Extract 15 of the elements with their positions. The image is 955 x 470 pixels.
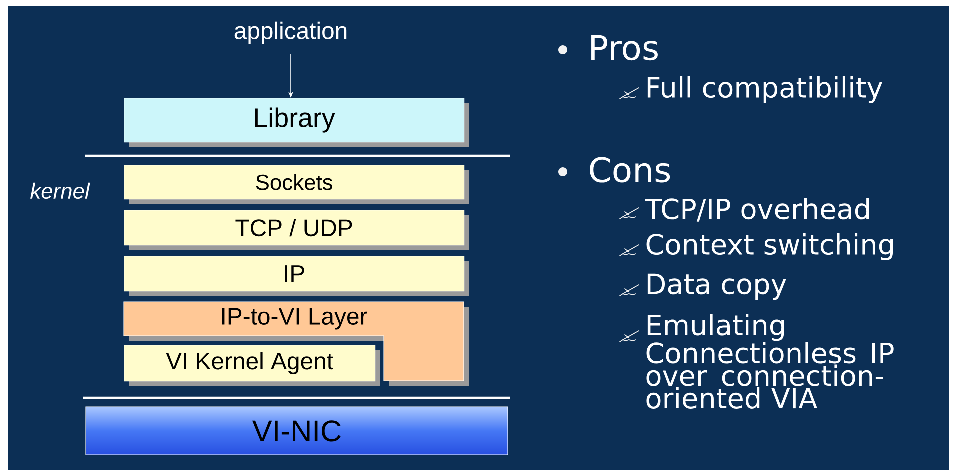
agent-box: VI Kernel Agent [124,345,380,386]
nic-box: VI-NIC [86,406,508,456]
side-label: kernel [30,182,90,200]
layer-box: TCP / UDP [124,210,469,250]
layer-box: Sockets [124,165,469,204]
heading: Cons [590,157,670,183]
list-item: Emulating Connectionless IP over connection-oriented VIA [646,314,894,409]
list-item: Full compatibility [648,76,882,104]
library-box: Library [124,98,469,147]
layer-box: IP [124,256,469,296]
caption-text: application [234,22,347,44]
list-item: TCP/IP overhead [645,198,870,222]
heading: Pros [592,35,658,61]
list-item: Context switching [646,234,894,260]
list-item: Data copy [648,274,786,300]
